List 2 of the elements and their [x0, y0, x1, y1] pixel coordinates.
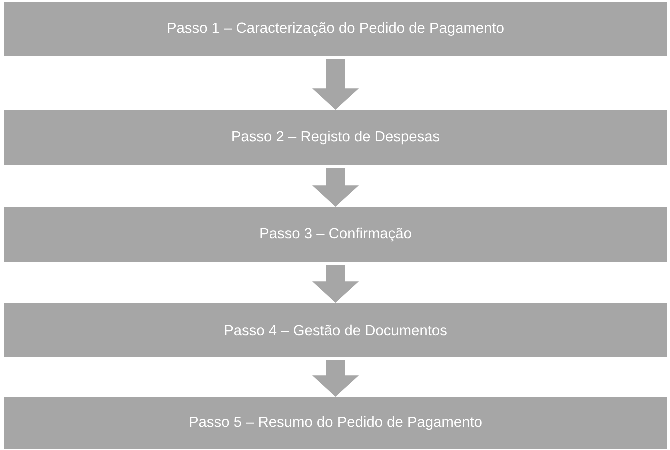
step-box: Passo 5 – Resumo do Pedido de Pagamento: [4, 397, 668, 450]
step-box: Passo 1 – Caracterização do Pedido de Pagamento: [4, 2, 668, 56]
